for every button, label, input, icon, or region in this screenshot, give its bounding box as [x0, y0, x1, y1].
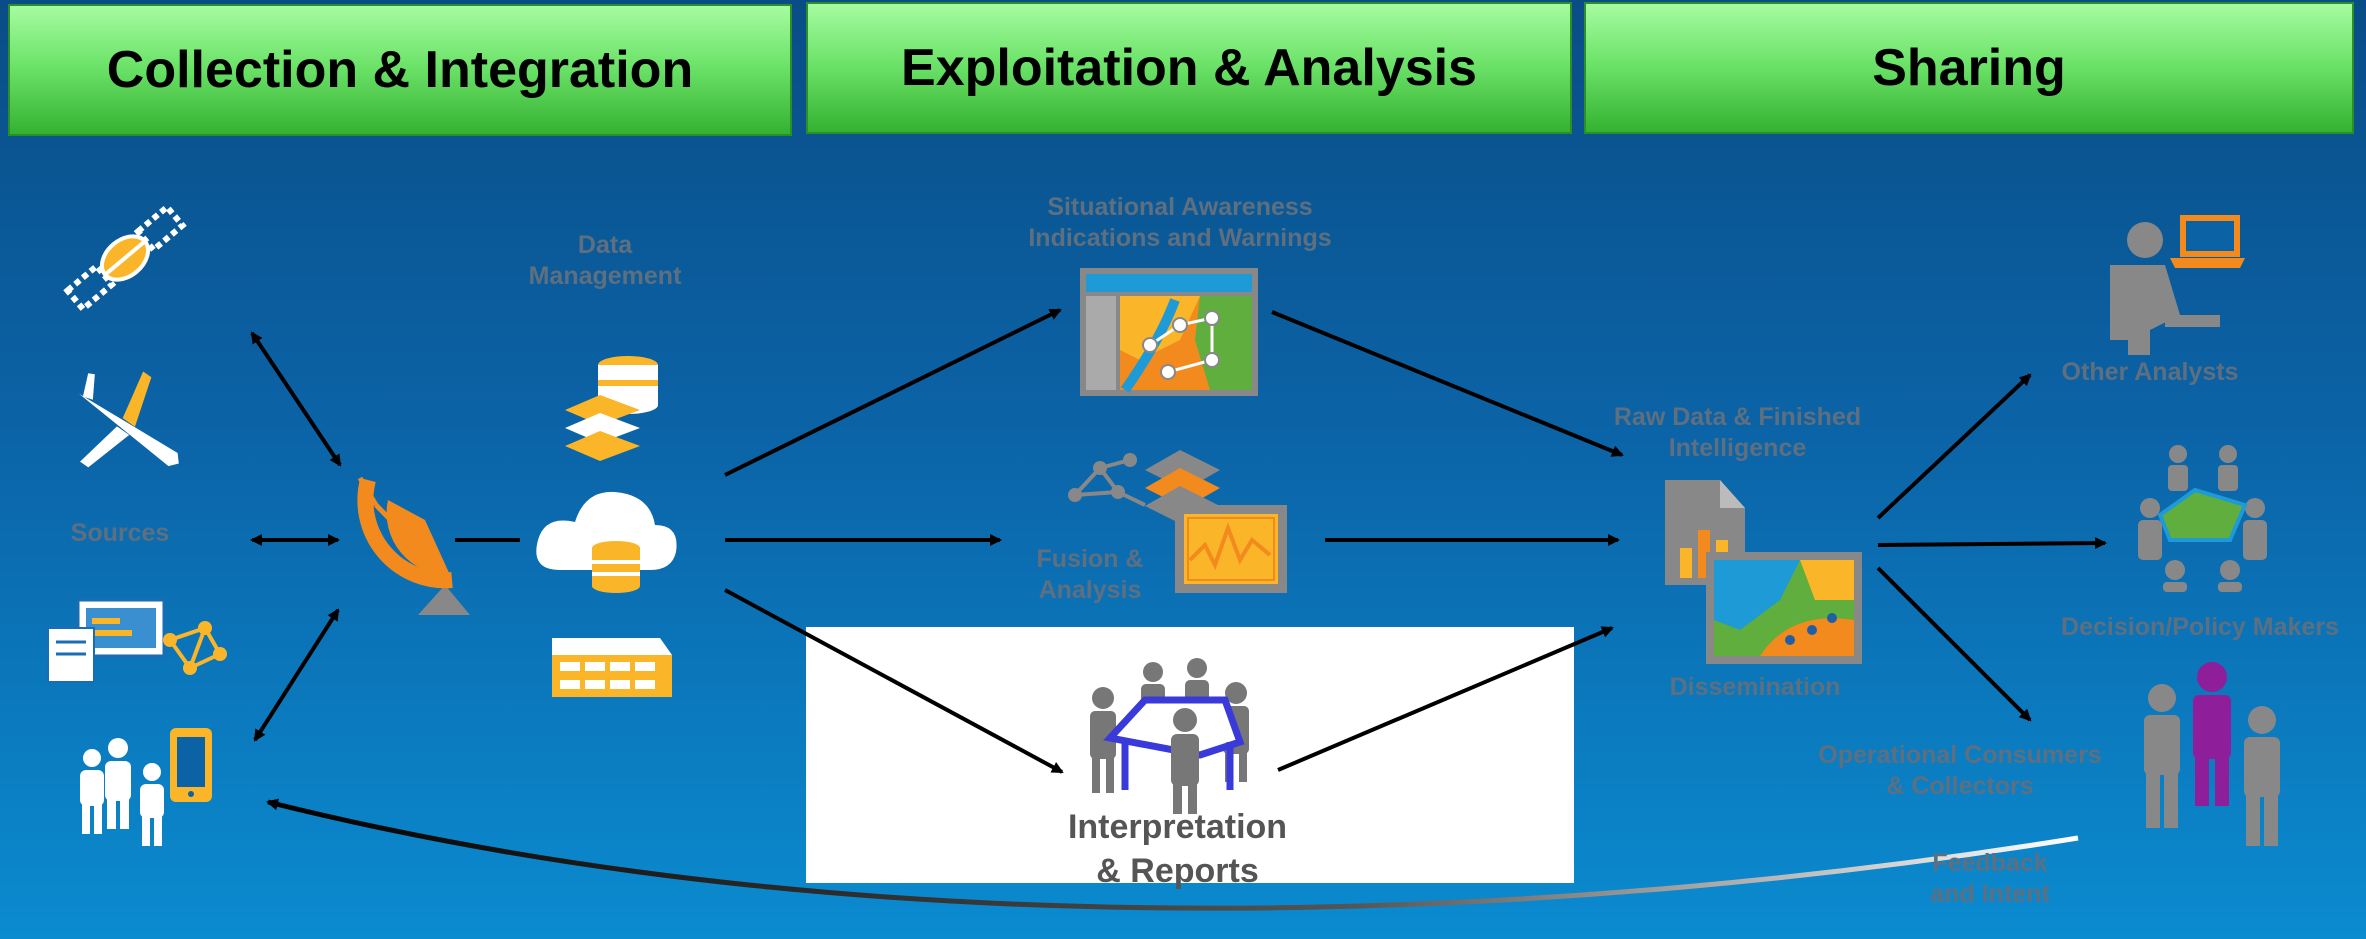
feedback-label: Feedback and Intent — [1930, 849, 2050, 908]
group-people-icon — [2144, 662, 2280, 846]
server-rack-icon — [552, 638, 672, 697]
arrow-situational-to-raw — [1271, 310, 1624, 457]
arrow-to-interpretation — [724, 588, 1064, 774]
sources-label: Sources — [70, 519, 170, 547]
header-collection-label: Collection & Integration — [106, 41, 694, 99]
dissemination-label: Dissemination — [1669, 673, 1841, 701]
map-monitor-icon — [1706, 552, 1862, 664]
policy-meeting-icon — [2138, 445, 2267, 592]
header-collection-integration: Collection & Integration — [8, 4, 792, 136]
cloud-database-icon — [536, 491, 677, 593]
other-analysts-label: Other Analysts — [2061, 358, 2239, 386]
interpretation-label: Interpretation & Reports — [1067, 808, 1288, 890]
header-exploitation-label: Exploitation & Analysis — [901, 39, 1477, 97]
people-mobile-icon — [80, 728, 212, 846]
aircraft-icon — [78, 371, 179, 468]
raw-data-label: Raw Data & Finished Intelligence — [1613, 403, 1862, 462]
arrow-people-dish — [253, 608, 340, 742]
monitor-chart-icon — [1175, 505, 1287, 593]
arrow-to-policy — [1877, 537, 2107, 550]
satellite-dish-icon — [357, 476, 470, 615]
arrow-to-situational — [724, 308, 1062, 477]
arrow-satellite-dish — [250, 331, 342, 467]
data-management-label: Data Management — [528, 231, 682, 290]
meeting-table-icon — [1090, 658, 1249, 814]
arrow-interpretation-to-raw — [1277, 626, 1614, 772]
decision-makers-label: Decision/Policy Makers — [2061, 613, 2339, 641]
header-sharing-label: Sharing — [1872, 39, 2066, 97]
operational-label: Operational Consumers & Collectors — [1818, 741, 2102, 800]
situational-label: Situational Awareness Indications and Wa… — [1028, 193, 1332, 252]
analyst-laptop-icon — [2110, 215, 2245, 355]
fusion-label: Fusion & Analysis — [1036, 545, 1144, 604]
computer-network-icon — [47, 598, 227, 683]
arrow-to-analysts — [1876, 373, 2032, 520]
satellite-icon — [63, 202, 187, 314]
header-exploitation-analysis: Exploitation & Analysis — [806, 2, 1572, 134]
header-sharing: Sharing — [1584, 2, 2354, 134]
arrow-to-operational — [1876, 566, 2032, 722]
database-stack-icon — [565, 356, 658, 461]
map-dashboard-icon — [1080, 268, 1258, 396]
connector-arrows — [250, 308, 2107, 774]
feedback-arrow — [266, 798, 2079, 911]
